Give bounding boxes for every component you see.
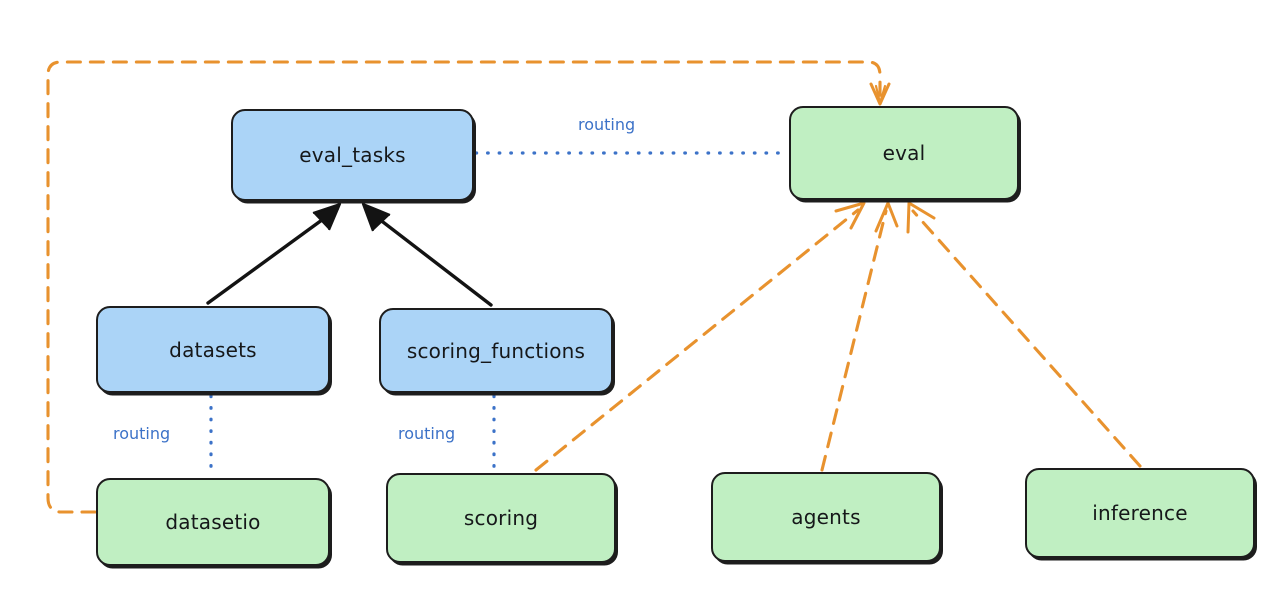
- arrowhead-inference-eval: [906, 201, 936, 234]
- node-label-scoring-functions: scoring_functions: [406, 338, 586, 363]
- edge-inference-eval: [911, 209, 1142, 468]
- arrowhead-scoring-eval: [834, 201, 866, 230]
- arrowhead-scoring-functions-eval-tasks: [361, 202, 391, 232]
- node-inference[interactable]: inference: [1025, 468, 1255, 558]
- edge-label-routing-left: routing: [113, 424, 171, 443]
- node-datasets[interactable]: datasets: [96, 306, 330, 393]
- node-label-datasets: datasets: [169, 337, 257, 362]
- node-label-scoring: scoring: [463, 506, 539, 530]
- node-agents[interactable]: agents: [711, 472, 941, 562]
- node-label-eval: eval: [882, 141, 926, 165]
- edge-scoring-functions-eval-tasks: [364, 207, 493, 307]
- arrowhead-agents-eval: [874, 201, 899, 233]
- node-eval-tasks[interactable]: eval_tasks: [231, 109, 474, 201]
- edge-datasetio-eval: [46, 60, 882, 514]
- node-scoring[interactable]: scoring: [386, 473, 616, 563]
- node-eval[interactable]: eval: [789, 106, 1019, 200]
- node-scoring-functions[interactable]: scoring_functions: [379, 308, 613, 393]
- node-label-inference: inference: [1092, 501, 1188, 525]
- edge-agents-eval: [820, 209, 888, 472]
- edge-scoring-eval: [534, 208, 860, 472]
- arrowhead-datasets-eval-tasks: [312, 202, 342, 231]
- node-label-eval-tasks: eval_tasks: [299, 143, 406, 167]
- node-label-datasetio: datasetio: [165, 510, 261, 534]
- node-datasetio[interactable]: datasetio: [96, 478, 330, 566]
- edge-datasets-eval-tasks: [206, 207, 339, 305]
- node-label-agents: agents: [791, 505, 861, 529]
- edge-label-routing-top: routing: [578, 115, 636, 134]
- edge-label-routing-middle: routing: [398, 424, 456, 443]
- arrowhead-datasetio-eval-inner: [874, 84, 887, 105]
